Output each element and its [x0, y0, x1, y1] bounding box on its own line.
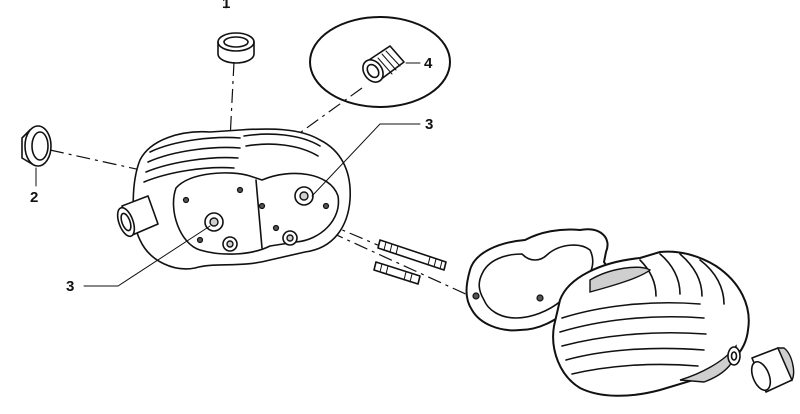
callout-part-4: 4	[424, 55, 433, 72]
detail-circle	[309, 16, 451, 108]
callout-part-1: 1	[222, 0, 230, 12]
callout-part-2: 2	[30, 189, 38, 206]
axis-line-insert-4	[289, 87, 363, 141]
leader-line-3-upper	[311, 123, 421, 197]
sealing-washer	[727, 346, 741, 366]
stud-upper	[377, 239, 447, 271]
spark-plug-boss	[116, 195, 159, 238]
callout-part-3-upper: 3	[425, 116, 433, 133]
axis-line-ring-2	[49, 149, 151, 173]
threaded-insert-4	[362, 45, 405, 83]
stud-lower	[373, 261, 421, 285]
axis-line-ring-1	[229, 61, 235, 141]
circled-detail-4	[309, 16, 451, 108]
axis-line-stud-upper	[329, 231, 471, 297]
leader-line-3-lower	[83, 225, 211, 287]
valve-cover	[552, 250, 750, 397]
callout-part-3-lower: 3	[66, 278, 74, 295]
cylinder-head	[116, 128, 351, 270]
ring-seal-1	[217, 0, 255, 64]
cap-nut	[750, 347, 795, 393]
ring-seal-2	[21, 125, 52, 187]
